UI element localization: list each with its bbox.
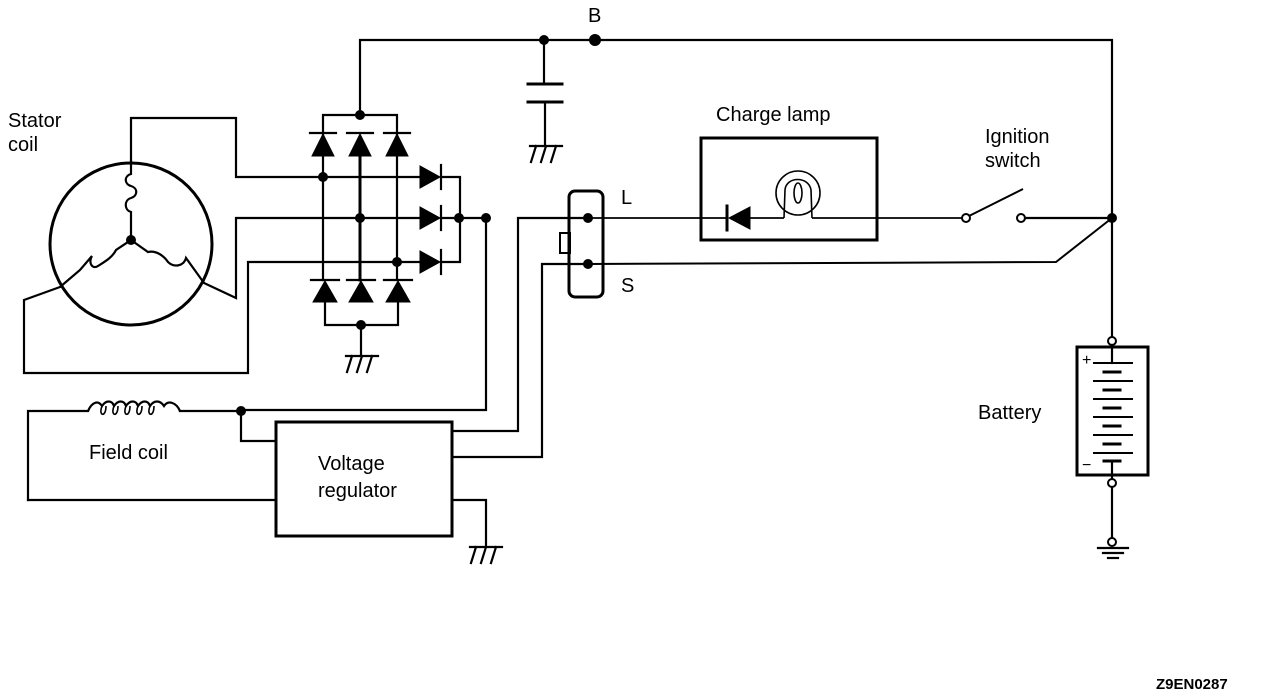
diode-icon (419, 248, 443, 276)
charge-lamp-label: Charge lamp (716, 104, 831, 126)
capacitor (526, 38, 564, 164)
stator-coil: Stator coil (8, 110, 422, 375)
charge-lamp: Charge lamp (588, 104, 966, 242)
lamp-icon (775, 170, 821, 219)
diode-icon (725, 204, 751, 232)
stator-label-2: coil (8, 134, 38, 156)
diode-icon (419, 163, 443, 191)
diode-icon (308, 131, 338, 157)
terminal-b-label: B (588, 5, 601, 27)
battery-plus: + (1082, 352, 1091, 369)
regulator-label-2: regulator (318, 480, 397, 502)
voltage-regulator: Voltage regulator (274, 216, 585, 565)
ignition-label-1: Ignition (985, 126, 1050, 148)
figure-code: Z9EN0287 (1156, 676, 1228, 693)
rectifier-bridge (308, 110, 414, 374)
ignition-label-2: switch (985, 150, 1041, 172)
earth-ground-icon (1096, 546, 1130, 560)
stator-label-1: Stator (8, 110, 62, 132)
ground-icon (344, 354, 380, 374)
ignition-switch: Ignition switch (587, 126, 1117, 265)
diode-icon (419, 204, 443, 232)
diode-icon (309, 278, 341, 303)
diode-icon (345, 278, 377, 303)
battery-minus: − (1082, 457, 1091, 474)
diode-icon (382, 278, 414, 303)
ground-icon (528, 144, 564, 164)
diode-icon (382, 131, 412, 157)
ls-connector: L S (559, 187, 634, 299)
battery-label: Battery (978, 402, 1041, 424)
regulator-label-1: Voltage (318, 453, 385, 475)
terminal-l-label: L (621, 187, 632, 209)
battery-cells-icon (1093, 362, 1133, 463)
field-coil-label: Field coil (89, 442, 168, 464)
battery: Battery + − (978, 336, 1150, 560)
field-coil: Field coil (26, 400, 277, 502)
b-terminal (589, 34, 601, 46)
ground-icon (468, 545, 504, 565)
trio-diodes (239, 163, 491, 412)
diode-icon (345, 131, 375, 157)
terminal-s-label: S (621, 275, 634, 297)
